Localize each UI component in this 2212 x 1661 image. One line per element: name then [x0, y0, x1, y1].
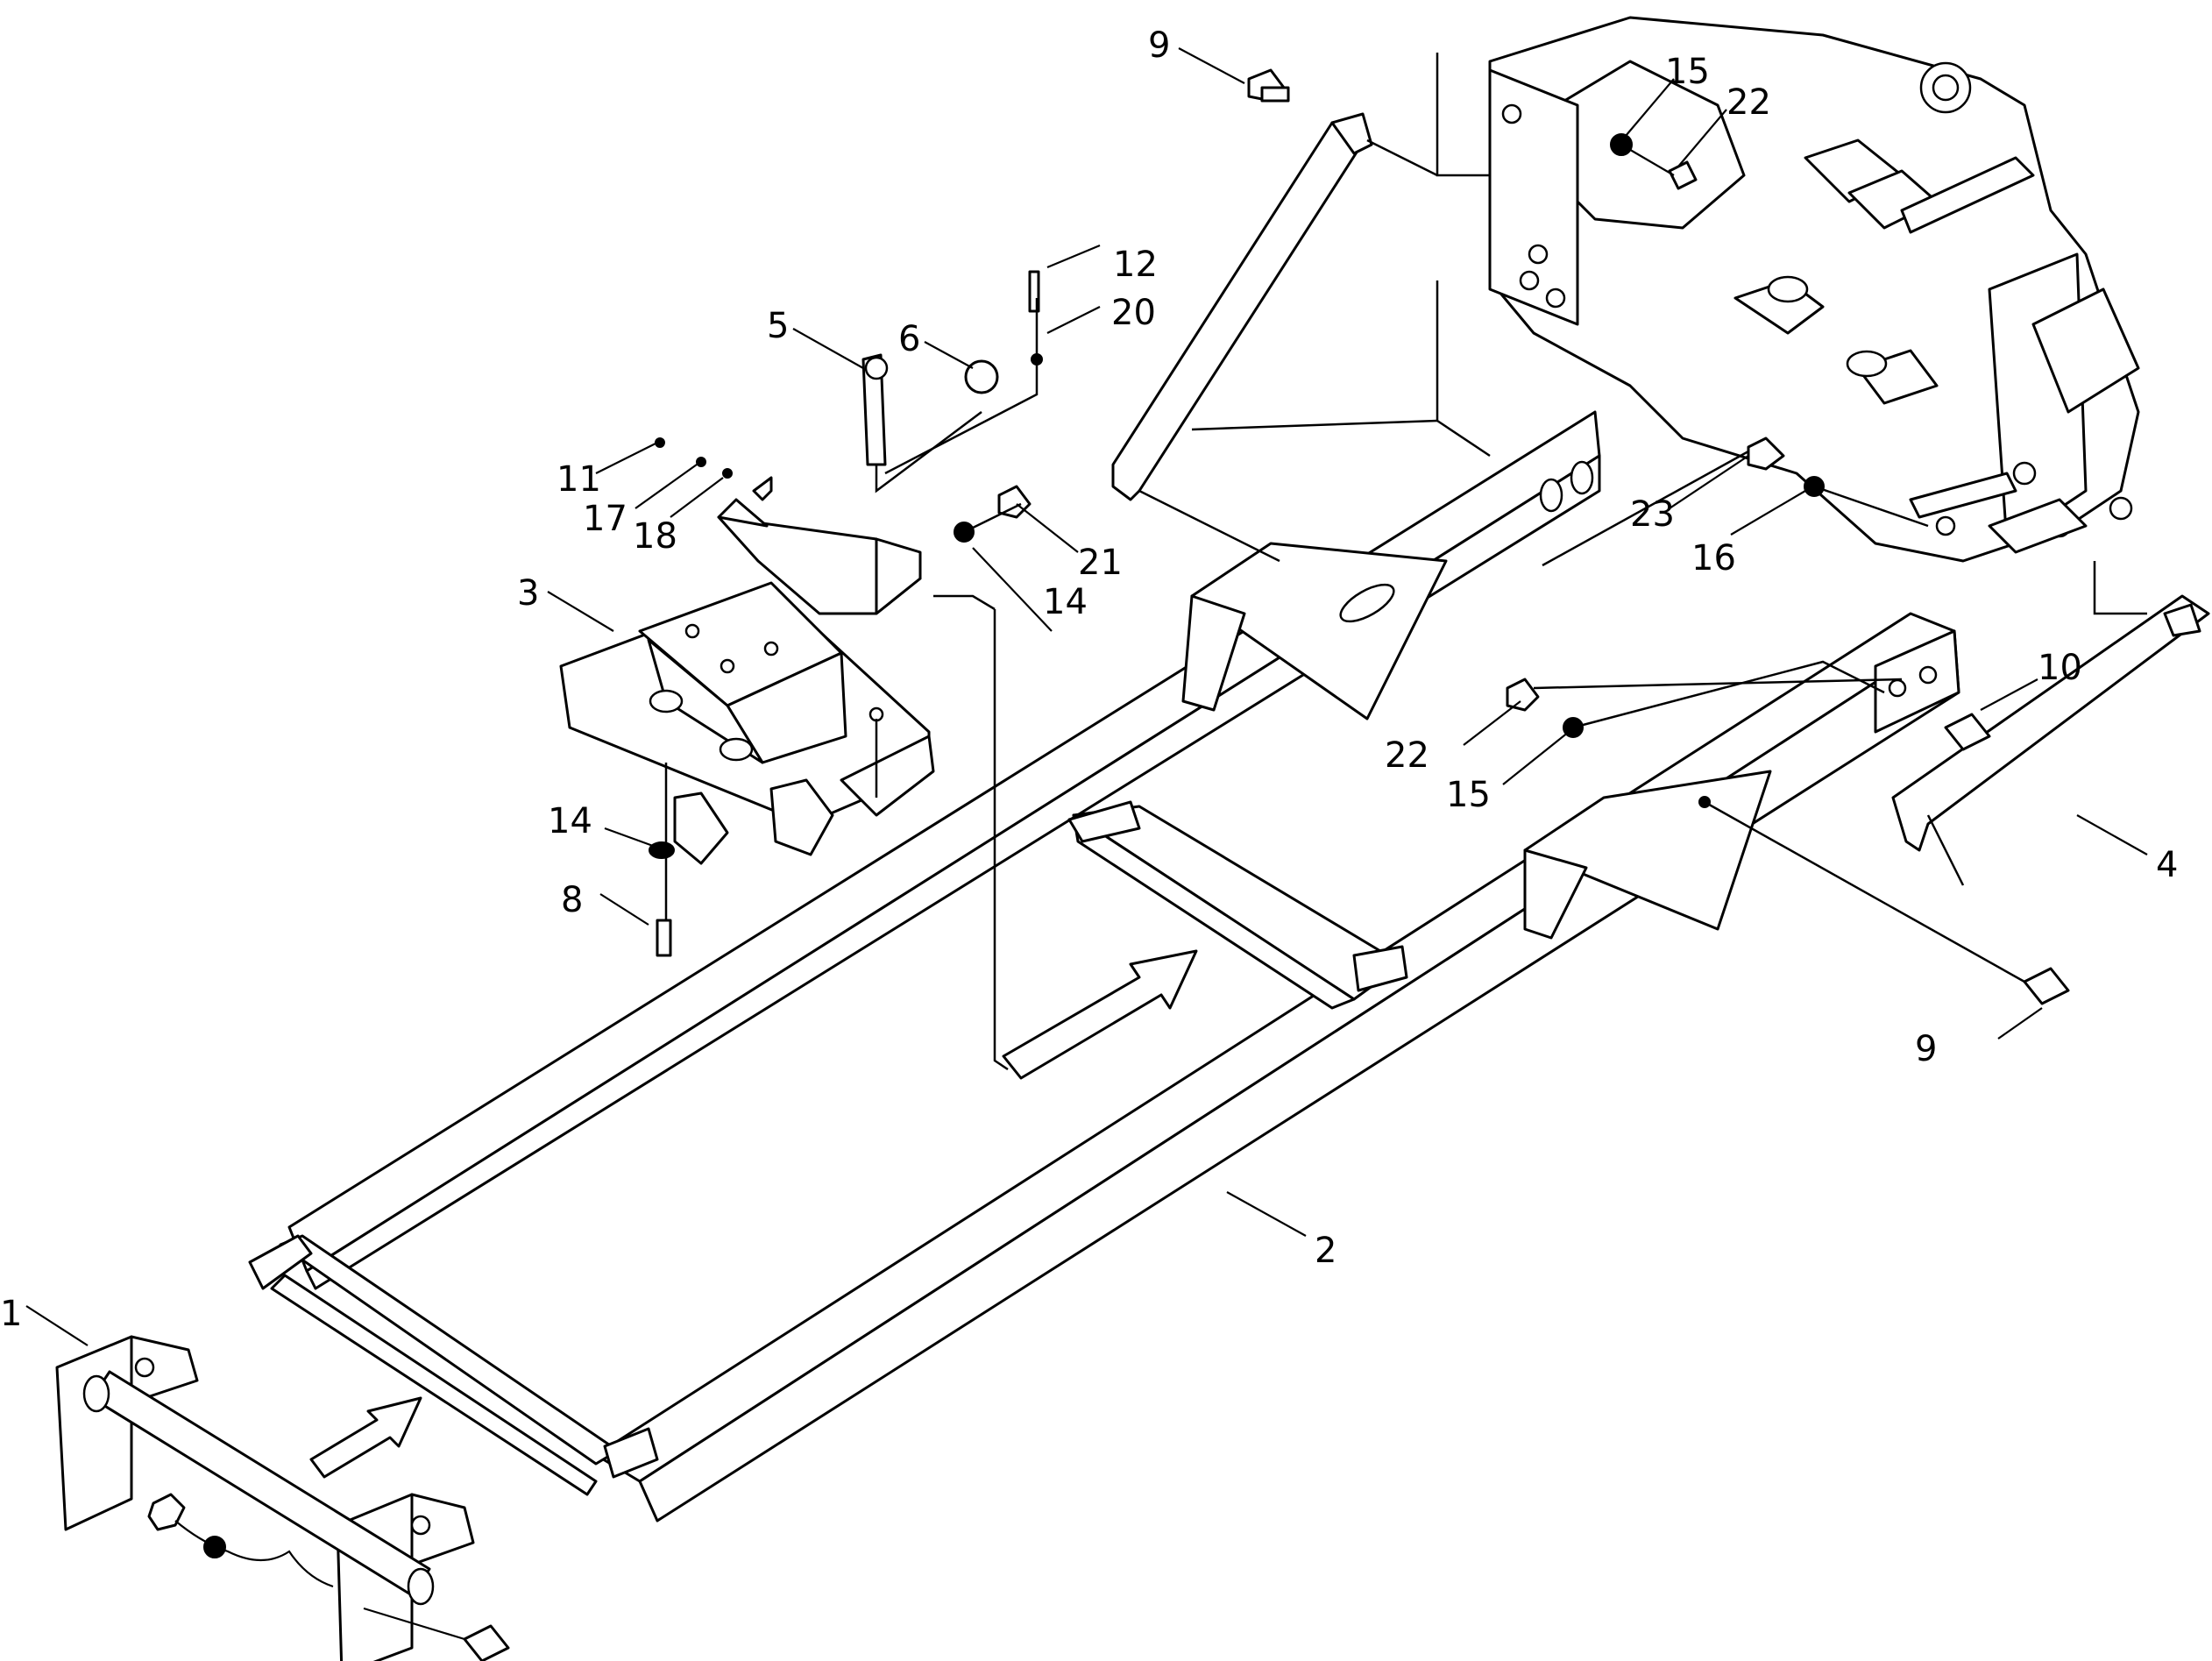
callout-15-top: 15 [1665, 52, 1710, 92]
callout-15-mid: 15 [1446, 775, 1491, 815]
callout-8: 8 [561, 880, 583, 920]
callout-3: 3 [517, 573, 539, 614]
callout-14-left: 14 [548, 801, 592, 841]
callout-14-right: 14 [1043, 582, 1088, 622]
callout-4: 4 [2156, 845, 2178, 885]
callout-16: 16 [1691, 538, 1736, 579]
callout-17: 17 [583, 499, 627, 539]
callout-9-bottom: 9 [1915, 1029, 1937, 1069]
rear-hitch-assembly [1488, 16, 2140, 563]
assembly-lines [664, 53, 2147, 1071]
callout-9-top: 9 [1148, 25, 1170, 66]
callout-22-mid: 22 [1385, 735, 1429, 776]
hardware [649, 68, 2070, 1005]
callout-18: 18 [633, 516, 677, 557]
callout-12: 12 [1113, 245, 1158, 285]
callout-leaders [25, 47, 2148, 1346]
callout-21: 21 [1078, 543, 1123, 583]
mount-plate-assembly [559, 476, 935, 865]
front-axle-bracket [55, 1335, 510, 1661]
right-brace [1891, 594, 2210, 852]
callout-20: 20 [1111, 293, 1156, 333]
callout-22-top: 22 [1726, 82, 1771, 123]
direction-arrow-mid [1002, 949, 1198, 1080]
callout-1: 1 [0, 1294, 22, 1334]
callout-labels: 1 2 3 4 5 6 8 9 9 10 11 12 14 14 15 15 1… [0, 25, 2178, 1334]
callout-6: 6 [898, 319, 920, 359]
callout-23: 23 [1630, 494, 1675, 535]
callout-10: 10 [2038, 648, 2082, 688]
main-frame [248, 410, 1960, 1523]
callout-2: 2 [1315, 1231, 1336, 1271]
callout-11: 11 [557, 459, 601, 500]
direction-arrow-front [309, 1396, 422, 1479]
callout-5: 5 [767, 306, 789, 346]
